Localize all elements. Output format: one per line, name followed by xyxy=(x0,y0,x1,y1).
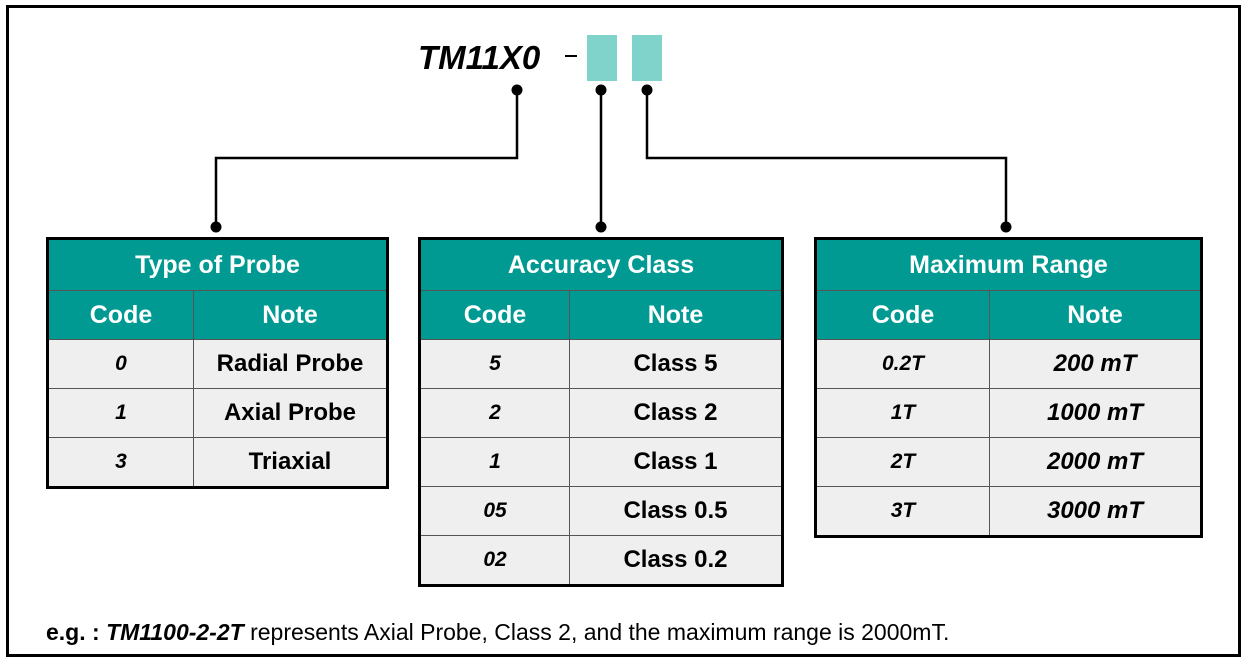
column-header-note: Note xyxy=(569,290,783,340)
outer-frame xyxy=(6,5,1241,657)
model-separator xyxy=(565,55,577,57)
cell-note: Class 2 xyxy=(569,388,783,438)
column-header-note: Note xyxy=(989,290,1202,340)
connector-dot xyxy=(595,84,607,96)
table-row: 2T 2000 mT xyxy=(815,437,1202,487)
table-probe-type: Type of Probe Code Note 0 Radial Probe 1… xyxy=(46,237,389,489)
table-row: 05 Class 0.5 xyxy=(419,486,783,536)
column-header-code: Code xyxy=(815,290,990,340)
model-slot-accuracy xyxy=(587,35,617,81)
cell-code: 05 xyxy=(419,486,570,536)
table-row: 3T 3000 mT xyxy=(815,486,1202,537)
connector-dot xyxy=(1000,221,1012,233)
table-accuracy-class: Accuracy Class Code Note 5 Class 5 2 Cla… xyxy=(418,237,784,587)
cell-code: 3T xyxy=(815,486,990,537)
table-row: 0 Radial Probe xyxy=(47,339,388,389)
column-header-note: Note xyxy=(193,290,388,340)
example-text: represents Axial Probe, Class 2, and the… xyxy=(243,619,950,645)
table-title: Accuracy Class xyxy=(419,238,783,291)
connector-dot xyxy=(595,221,607,233)
table-title: Maximum Range xyxy=(815,238,1202,291)
column-header-code: Code xyxy=(47,290,194,340)
cell-note: 1000 mT xyxy=(989,388,1202,438)
cell-note: Triaxial xyxy=(193,437,388,488)
cell-code: 3 xyxy=(47,437,194,488)
table-row: 3 Triaxial xyxy=(47,437,388,488)
cell-note: 3000 mT xyxy=(989,486,1202,537)
connector-dot xyxy=(641,84,653,96)
cell-code: 2 xyxy=(419,388,570,438)
cell-note: Class 5 xyxy=(569,339,783,389)
column-header-code: Code xyxy=(419,290,570,340)
table-row: 1 Axial Probe xyxy=(47,388,388,438)
table-maximum-range: Maximum Range Code Note 0.2T 200 mT 1T 1… xyxy=(814,237,1203,538)
model-code: TM11X0 xyxy=(418,39,541,76)
connector-probe-type xyxy=(214,90,519,227)
connector-range xyxy=(645,90,1008,227)
cell-code: 1 xyxy=(47,388,194,438)
example-code: TM1100-2-2T xyxy=(106,619,244,645)
connector-dot xyxy=(210,221,222,233)
table-row: 1T 1000 mT xyxy=(815,388,1202,438)
cell-note: 200 mT xyxy=(989,339,1202,389)
example-prefix: e.g. : xyxy=(46,619,107,645)
cell-note: Radial Probe xyxy=(193,339,388,389)
cell-code: 2T xyxy=(815,437,990,487)
cell-code: 0 xyxy=(47,339,194,389)
model-slot-range xyxy=(632,35,662,81)
cell-code: 1 xyxy=(419,437,570,487)
table-row: 02 Class 0.2 xyxy=(419,535,783,586)
table-row: 0.2T 200 mT xyxy=(815,339,1202,389)
connector-dot xyxy=(511,84,523,96)
example-caption: e.g. : TM1100-2-2T represents Axial Prob… xyxy=(46,619,949,646)
table-row: 5 Class 5 xyxy=(419,339,783,389)
cell-code: 0.2T xyxy=(815,339,990,389)
cell-note: Class 0.5 xyxy=(569,486,783,536)
cell-note: Axial Probe xyxy=(193,388,388,438)
table-title: Type of Probe xyxy=(47,238,388,291)
cell-code: 02 xyxy=(419,535,570,586)
cell-note: Class 1 xyxy=(569,437,783,487)
table-row: 1 Class 1 xyxy=(419,437,783,487)
cell-note: 2000 mT xyxy=(989,437,1202,487)
table-row: 2 Class 2 xyxy=(419,388,783,438)
cell-note: Class 0.2 xyxy=(569,535,783,586)
cell-code: 1T xyxy=(815,388,990,438)
cell-code: 5 xyxy=(419,339,570,389)
